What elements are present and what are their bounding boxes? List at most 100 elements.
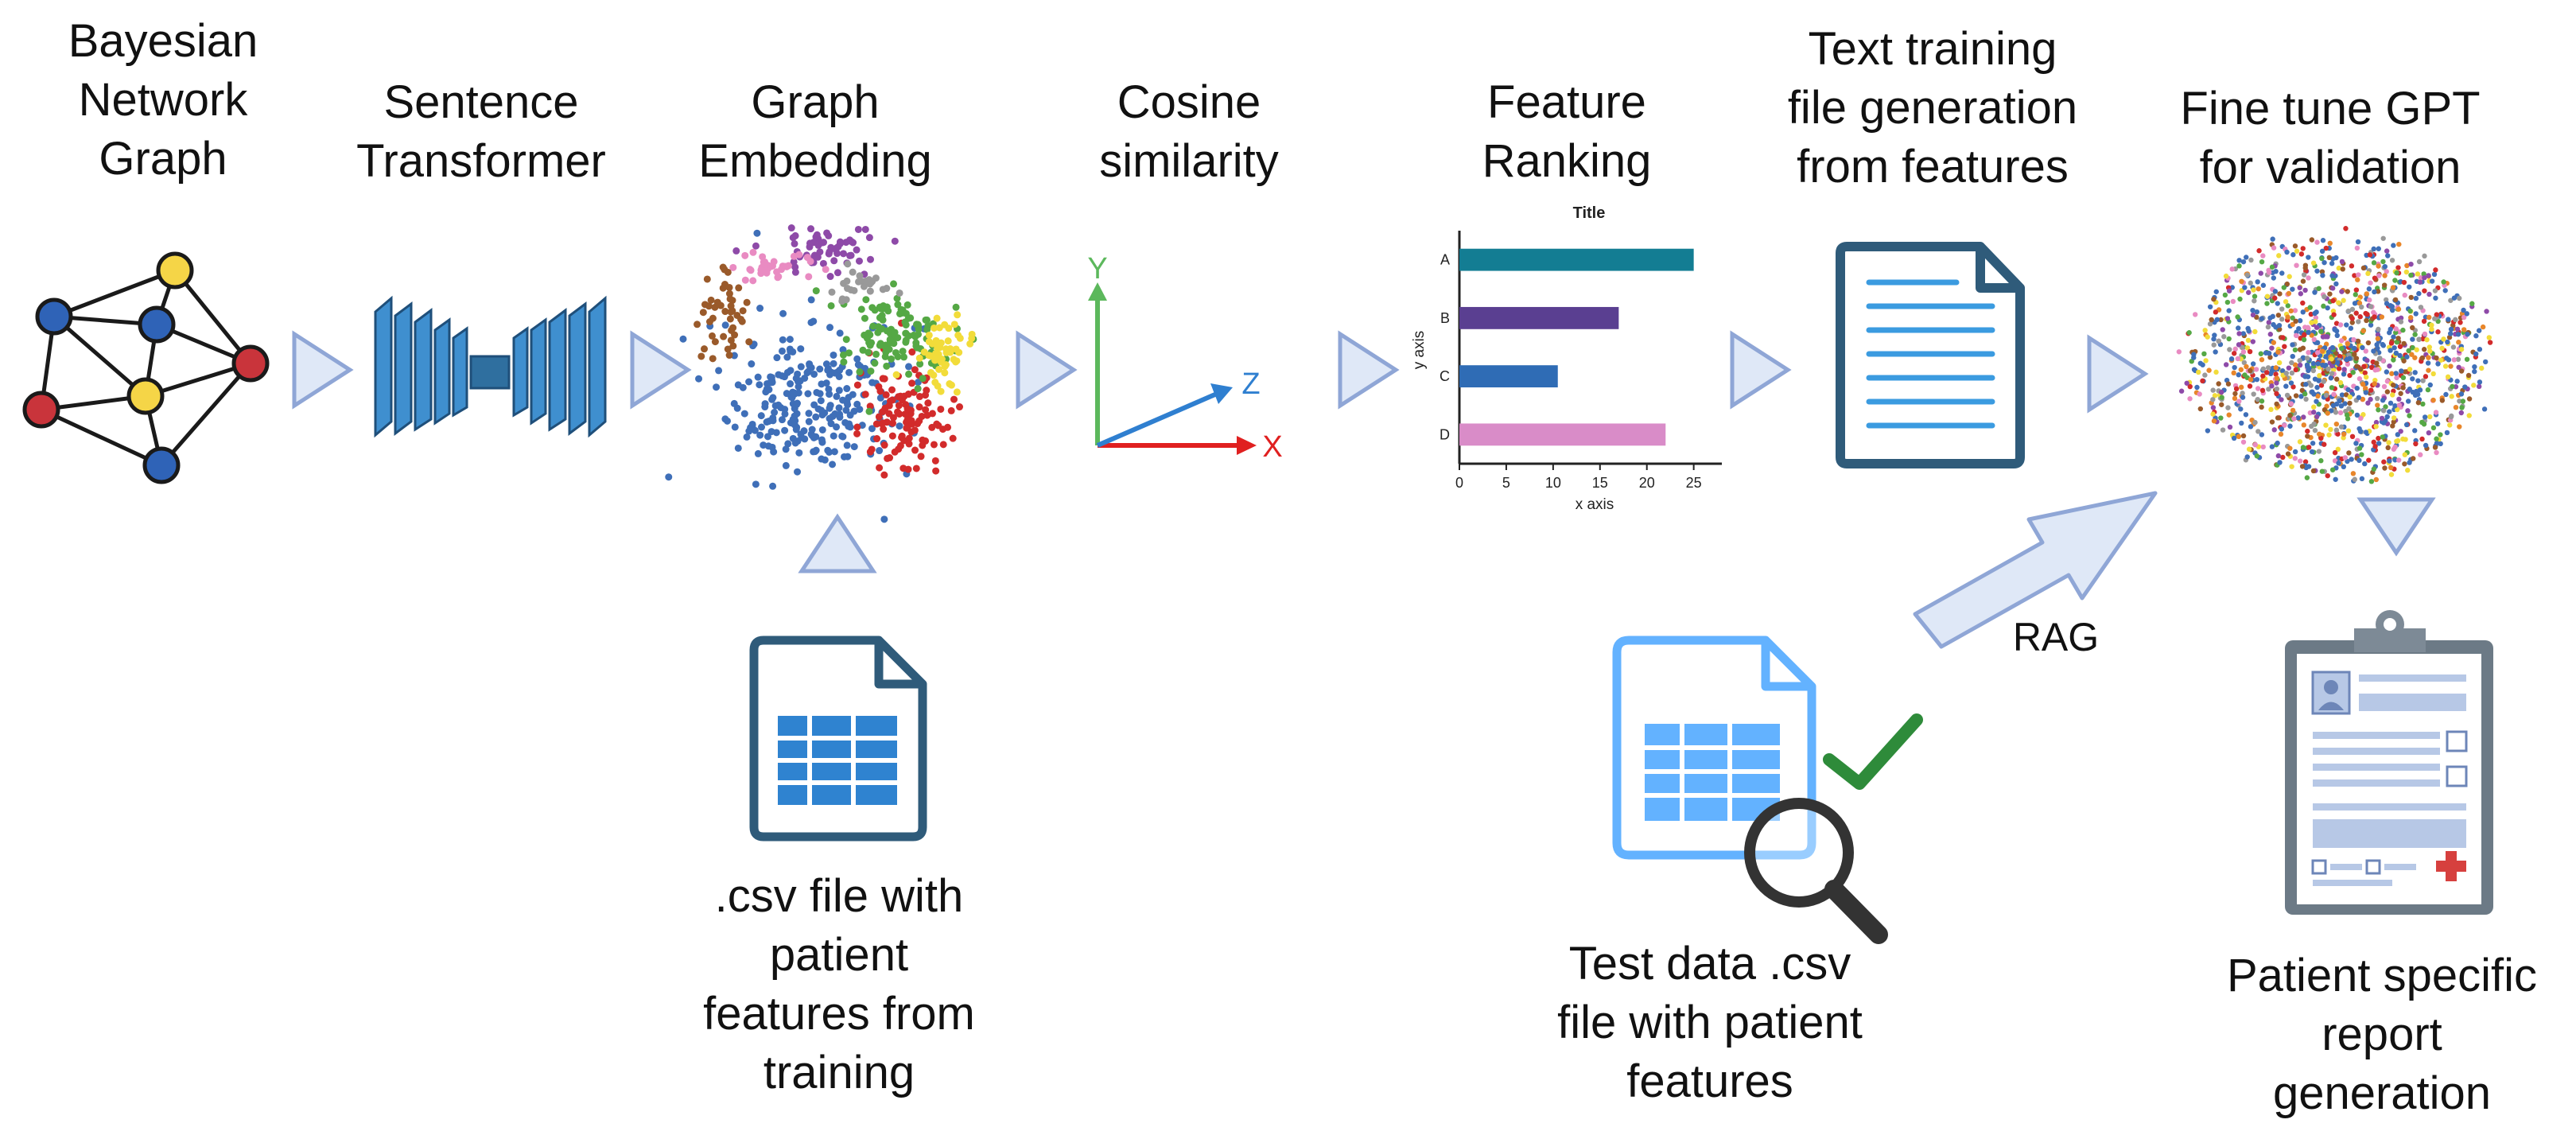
gpt-cloud-point (2218, 317, 2224, 323)
gpt-cloud-point (2450, 383, 2455, 390)
gpt-cloud-point (2332, 449, 2338, 456)
gpt-cloud-point (2300, 345, 2306, 351)
gpt-cloud-point (2225, 405, 2231, 410)
embedding-point (749, 248, 757, 256)
gpt-cloud-point (2236, 331, 2242, 336)
embedding-point (756, 431, 764, 439)
gpt-cloud-point (2266, 387, 2271, 392)
chart-tick-label: 10 (1545, 475, 1561, 491)
embedding-point (863, 334, 871, 342)
gpt-cloud-point (2279, 397, 2284, 402)
embedding-point (861, 391, 869, 398)
gpt-cloud-point (2201, 351, 2207, 357)
embedding-point (754, 449, 762, 457)
gpt-cloud-point (2373, 476, 2380, 483)
gpt-cloud-point (2407, 460, 2412, 465)
gpt-cloud-point (2315, 393, 2321, 399)
embedding-point (733, 311, 741, 319)
embedding-point (922, 391, 930, 399)
embedding-point (756, 381, 763, 389)
gpt-cloud-point (2321, 379, 2326, 384)
gpt-cloud-point (2365, 340, 2372, 346)
gpt-cloud-point (2214, 317, 2220, 322)
gpt-cloud-point (2415, 400, 2422, 406)
embedding-point (908, 379, 916, 387)
gpt-cloud-point (2294, 248, 2300, 254)
gpt-cloud-point (2280, 454, 2286, 461)
embedding-point (853, 423, 861, 431)
gpt-cloud-point (2312, 290, 2318, 295)
embedding-point (723, 417, 731, 425)
gpt-cloud-point (2418, 452, 2423, 457)
embedding-point (884, 454, 892, 462)
embedding-point (836, 366, 844, 374)
embedding-point (825, 250, 833, 258)
chart-tick-label: 25 (1686, 475, 1702, 491)
gpt-cloud-point (2271, 427, 2277, 433)
gpt-cloud-point (2476, 383, 2482, 390)
gpt-cloud-point (2213, 289, 2219, 294)
gpt-cloud-point (2343, 392, 2349, 398)
graph-embedding-scatter (665, 224, 977, 523)
gpt-cloud-point (2226, 412, 2232, 418)
gpt-cloud-point (2360, 265, 2367, 271)
embedding-point (842, 336, 850, 344)
gpt-cloud-point (2360, 396, 2366, 402)
gpt-cloud-point (2341, 371, 2347, 377)
embedding-point (944, 423, 952, 431)
embedding-point (839, 396, 847, 404)
gpt-cloud-point (2287, 412, 2293, 418)
gpt-cloud-point (2308, 311, 2314, 317)
embedding-point (836, 410, 844, 418)
gpt-cloud-point (2319, 468, 2325, 474)
embedding-point (810, 239, 818, 247)
gpt-cloud-point (2359, 304, 2364, 310)
gpt-cloud-point (2290, 315, 2295, 321)
gpt-cloud-point (2312, 376, 2318, 382)
gpt-cloud-point (2371, 439, 2376, 445)
gpt-cloud-point (2259, 316, 2265, 321)
gpt-cloud-point (2288, 401, 2294, 406)
embedding-point (768, 376, 776, 384)
gpt-cloud-point (2375, 336, 2381, 341)
gpt-cloud-point (2345, 308, 2351, 314)
gpt-cloud-point (2403, 269, 2410, 275)
gpt-cloud-point (2287, 445, 2293, 451)
gpt-cloud-point (2399, 368, 2404, 374)
gpt-cloud-point (2314, 414, 2320, 420)
gpt-cloud-point (2328, 426, 2333, 433)
embedding-point (888, 355, 896, 363)
gpt-cloud-point (2352, 352, 2357, 357)
gpt-cloud-point (2309, 320, 2314, 325)
embedding-point (838, 432, 846, 440)
gpt-cloud-point (2300, 278, 2306, 284)
embedding-point (745, 338, 753, 346)
embedding-point (833, 392, 841, 400)
gpt-cloud-point (2375, 345, 2380, 352)
gpt-cloud-point (2392, 278, 2398, 283)
gpt-cloud-point (2450, 344, 2457, 350)
gpt-cloud-point (2269, 383, 2275, 389)
gpt-cloud-point (2412, 355, 2418, 360)
gpt-cloud-point (2290, 353, 2295, 360)
gpt-cloud-point (2236, 263, 2242, 269)
embedding-point (805, 273, 813, 281)
gpt-cloud-point (2232, 391, 2238, 397)
embedding-point (771, 409, 779, 417)
gpt-cloud-point (2394, 270, 2399, 276)
gpt-cloud-point (2250, 307, 2255, 313)
gpt-cloud-point (2297, 317, 2303, 324)
embedding-point (794, 370, 802, 378)
gpt-cloud-point (2298, 291, 2304, 297)
gpt-cloud-point (2211, 296, 2217, 302)
embedding-point (883, 303, 891, 311)
gpt-cloud-point (2345, 289, 2350, 294)
embedding-point (937, 387, 945, 395)
gpt-cloud-point (2314, 268, 2320, 274)
embedding-point (818, 438, 826, 446)
gpt-cloud-point (2360, 328, 2366, 334)
gpt-cloud-point (2267, 332, 2273, 337)
gpt-cloud-point (2209, 317, 2214, 323)
gpt-cloud-point (2338, 403, 2345, 409)
gpt-cloud-point (2420, 401, 2426, 407)
